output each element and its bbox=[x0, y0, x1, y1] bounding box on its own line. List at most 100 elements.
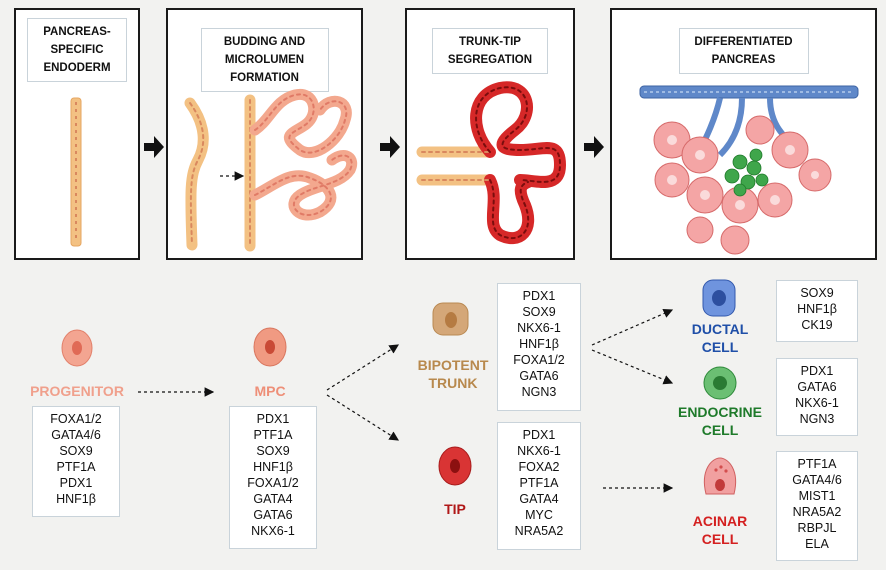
marker: PDX1 bbox=[256, 412, 290, 426]
label-line: MPC bbox=[254, 383, 286, 399]
bipotent-trunk-cell-icon bbox=[432, 302, 469, 336]
panel-title-line: SPECIFIC bbox=[50, 44, 104, 56]
label-line: ACINAR bbox=[692, 513, 748, 529]
acinar-cell-icon bbox=[704, 457, 736, 495]
label-line: BIPOTENT bbox=[417, 357, 489, 373]
marker: HNF1β bbox=[253, 460, 293, 474]
tip-markers: PDX1 NKX6-1 FOXA2 PTF1A GATA4 MYC NRA5A2 bbox=[497, 422, 581, 550]
panel-arrow-2 bbox=[380, 136, 400, 158]
marker: NKX6-1 bbox=[795, 396, 839, 410]
label-line: CELL bbox=[701, 531, 739, 547]
marker: SOX9 bbox=[59, 444, 93, 458]
panel-endoderm: PANCREAS- SPECIFIC ENDODERM bbox=[14, 8, 140, 260]
label-line: TRUNK bbox=[428, 375, 478, 391]
marker: GATA6 bbox=[253, 508, 293, 522]
arrow-mpc-to-trunk bbox=[326, 344, 400, 391]
bipotent-trunk-markers: PDX1 SOX9 NKX6-1 HNF1β FOXA1/2 GATA6 NGN… bbox=[497, 283, 581, 411]
marker: GATA4 bbox=[253, 492, 293, 506]
label-line: CELL bbox=[701, 422, 739, 438]
endoderm-tube bbox=[70, 97, 82, 247]
trunk-tip-tubes bbox=[416, 81, 567, 245]
tip-label: TIP bbox=[430, 500, 480, 518]
marker: PDX1 bbox=[59, 476, 93, 490]
marker: NKX6-1 bbox=[517, 444, 561, 458]
marker: GATA6 bbox=[519, 369, 559, 383]
panel-title-line: TRUNK-TIP bbox=[459, 36, 521, 48]
marker: SOX9 bbox=[256, 444, 290, 458]
marker: FOXA1/2 bbox=[50, 412, 102, 426]
panel-title: PANCREAS- SPECIFIC ENDODERM bbox=[27, 18, 127, 82]
marker: FOXA1/2 bbox=[513, 353, 565, 367]
marker: NKX6-1 bbox=[517, 321, 561, 335]
marker: RBPJL bbox=[797, 521, 837, 535]
panel-title-line: ENDODERM bbox=[43, 62, 111, 74]
panel-title-line: FORMATION bbox=[230, 72, 299, 84]
progenitor-markers: FOXA1/2 GATA4/6 SOX9 PTF1A PDX1 HNF1β bbox=[32, 406, 120, 517]
panel-trunk-tip: TRUNK-TIP SEGREGATION bbox=[405, 8, 575, 260]
marker: PDX1 bbox=[522, 428, 556, 442]
panel-title-line: MICROLUMEN bbox=[224, 54, 305, 66]
marker: NRA5A2 bbox=[792, 505, 842, 519]
marker: PTF1A bbox=[253, 428, 293, 442]
marker: CK19 bbox=[801, 318, 833, 332]
marker: GATA4/6 bbox=[51, 428, 101, 442]
arrow-mpc-to-tip bbox=[326, 394, 400, 441]
marker: NRA5A2 bbox=[514, 524, 564, 538]
marker: SOX9 bbox=[800, 286, 834, 300]
marker: PTF1A bbox=[797, 457, 837, 471]
panel-title: BUDDING AND MICROLUMEN FORMATION bbox=[200, 28, 329, 92]
marker: GATA6 bbox=[797, 380, 837, 394]
panel-title-line: PANCREAS bbox=[711, 54, 776, 66]
panel-title-line: PANCREAS- bbox=[43, 26, 111, 38]
tip-cell-icon bbox=[438, 446, 472, 486]
marker: GATA4 bbox=[519, 492, 559, 506]
panel-arrow-3 bbox=[584, 136, 604, 158]
label-line: ENDOCRINE bbox=[677, 404, 762, 420]
ductal-cell-icon bbox=[702, 279, 736, 317]
progenitor-label: PROGENITOR bbox=[17, 382, 137, 400]
panel-title-line: BUDDING AND bbox=[223, 36, 306, 48]
panel-title: DIFFERENTIATED PANCREAS bbox=[678, 28, 809, 74]
budding-tubes bbox=[184, 88, 358, 252]
label-line: DUCTAL bbox=[691, 321, 749, 337]
marker: MYC bbox=[525, 508, 553, 522]
ductal-label: DUCTAL CELL bbox=[685, 320, 755, 356]
label-line: CELL bbox=[701, 339, 739, 355]
marker: HNF1β bbox=[797, 302, 837, 316]
label-line: TIP bbox=[444, 501, 466, 517]
acinar-label: ACINAR CELL bbox=[680, 512, 760, 548]
endocrine-label: ENDOCRINE CELL bbox=[670, 403, 770, 439]
marker: HNF1β bbox=[519, 337, 559, 351]
marker: PDX1 bbox=[800, 364, 834, 378]
marker: NGN3 bbox=[521, 385, 557, 399]
marker: FOXA2 bbox=[518, 460, 560, 474]
endocrine-cell-icon bbox=[703, 366, 737, 400]
ductal-markers: SOX9 HNF1β CK19 bbox=[776, 280, 858, 342]
bipotent-trunk-label: BIPOTENT TRUNK bbox=[408, 356, 498, 392]
marker: SOX9 bbox=[522, 305, 556, 319]
mpc-cell-icon bbox=[253, 327, 287, 367]
mpc-label: MPC bbox=[240, 382, 300, 400]
marker: ELA bbox=[805, 537, 829, 551]
marker: NKX6-1 bbox=[251, 524, 295, 538]
marker: NGN3 bbox=[799, 412, 835, 426]
marker: PTF1A bbox=[56, 460, 96, 474]
marker: MIST1 bbox=[798, 489, 836, 503]
arrow-trunk-to-endocrine bbox=[591, 349, 674, 385]
acinar-markers: PTF1A GATA4/6 MIST1 NRA5A2 RBPJL ELA bbox=[776, 451, 858, 561]
endocrine-markers: PDX1 GATA6 NKX6-1 NGN3 bbox=[776, 358, 858, 436]
marker: HNF1β bbox=[56, 492, 96, 506]
progenitor-cell-icon bbox=[61, 329, 93, 367]
panel-title: TRUNK-TIP SEGREGATION bbox=[432, 28, 548, 74]
arrow-trunk-to-ductal bbox=[591, 308, 674, 346]
panel-arrow-1 bbox=[144, 136, 164, 158]
marker: GATA4/6 bbox=[792, 473, 842, 487]
marker: FOXA1/2 bbox=[247, 476, 299, 490]
mpc-markers: PDX1 PTF1A SOX9 HNF1β FOXA1/2 GATA4 GATA… bbox=[229, 406, 317, 549]
differentiated-pancreas bbox=[639, 85, 859, 255]
label-line: PROGENITOR bbox=[30, 383, 124, 399]
marker: PTF1A bbox=[519, 476, 559, 490]
marker: PDX1 bbox=[522, 289, 556, 303]
panel-budding: BUDDING AND MICROLUMEN FORMATION bbox=[166, 8, 363, 260]
